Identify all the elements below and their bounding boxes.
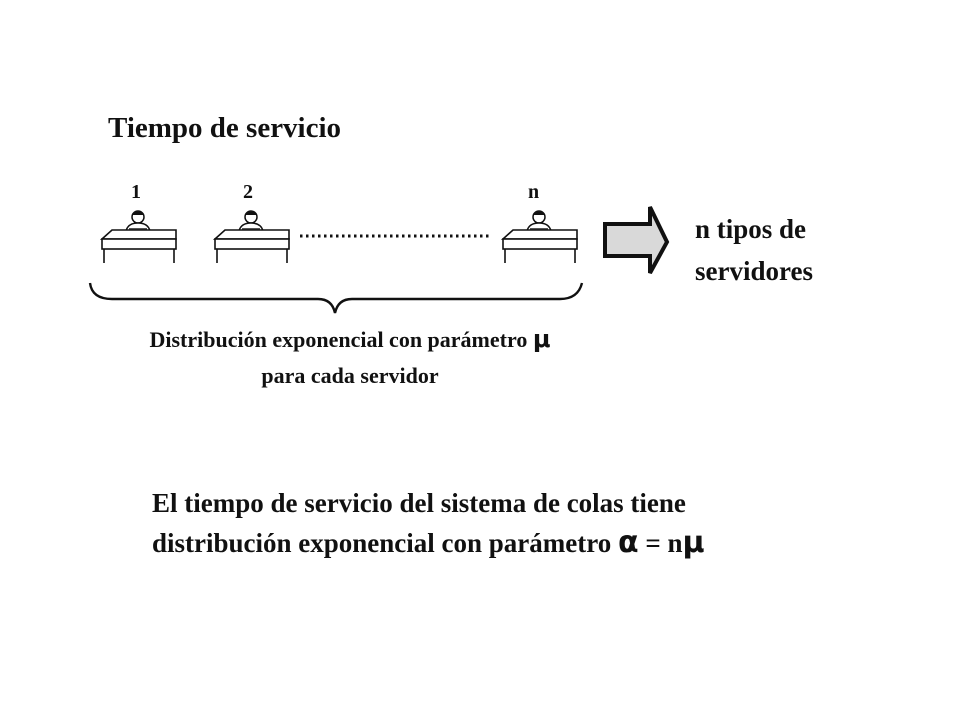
block-arrow-right-icon: [603, 206, 670, 274]
server-desk-icon: [214, 210, 290, 264]
caption-text: Distribución exponencial con parámetro: [149, 327, 533, 352]
mu-symbol-conclusion: μ: [682, 525, 705, 560]
mu-symbol: μ: [532, 325, 551, 353]
conclusion-line-2-text: distribución exponencial con parámetro: [152, 528, 619, 558]
caption-line-1: Distribución exponencial con parámetro μ: [70, 321, 630, 358]
conclusion-line-2: distribución exponencial con parámetro α…: [152, 523, 852, 563]
result-line-1: n tipos de: [695, 214, 807, 244]
diagram-title: Tiempo de servicio: [108, 112, 342, 144]
alpha-symbol: α: [618, 525, 639, 560]
result-label: n tipos de servidores: [695, 208, 813, 292]
conclusion-text: El tiempo de servicio del sistema de col…: [152, 483, 852, 563]
distribution-caption: Distribución exponencial con parámetro μ…: [70, 321, 630, 394]
result-line-2: servidores: [695, 256, 813, 286]
server-desk-icon: [502, 210, 578, 264]
equals-n: = n: [638, 528, 683, 558]
curly-brace-icon: [88, 282, 584, 314]
server-label-n: n: [528, 181, 540, 203]
conclusion-line-1: El tiempo de servicio del sistema de col…: [152, 488, 686, 518]
server-label-1: 1: [131, 181, 141, 203]
server-label-2: 2: [243, 181, 253, 203]
caption-line-2: para cada servidor: [261, 363, 439, 388]
server-desk-icon: [101, 210, 177, 264]
